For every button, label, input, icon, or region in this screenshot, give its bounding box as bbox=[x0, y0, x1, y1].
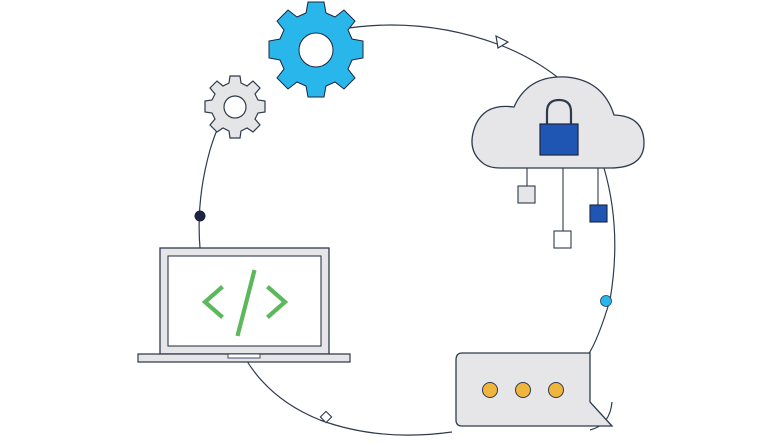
cloud-icon bbox=[471, 76, 645, 169]
typing-dot bbox=[515, 382, 531, 398]
ring-node-light-blue bbox=[600, 295, 612, 307]
node-square bbox=[553, 230, 572, 249]
ring-diamond-node bbox=[319, 410, 333, 424]
typing-dot bbox=[482, 382, 498, 398]
chat-bubble-icon bbox=[455, 352, 614, 427]
gear-large-icon bbox=[268, 1, 364, 98]
node-square-blue bbox=[589, 204, 608, 223]
code-icon bbox=[201, 269, 289, 337]
direction-arrow-top bbox=[495, 34, 510, 49]
node-square bbox=[517, 185, 536, 204]
ring-node-dark bbox=[194, 210, 206, 222]
cloud-hanging-nodes bbox=[517, 168, 608, 249]
gear-small-icon bbox=[204, 75, 266, 139]
lock-icon bbox=[539, 98, 579, 156]
typing-dot bbox=[548, 382, 564, 398]
